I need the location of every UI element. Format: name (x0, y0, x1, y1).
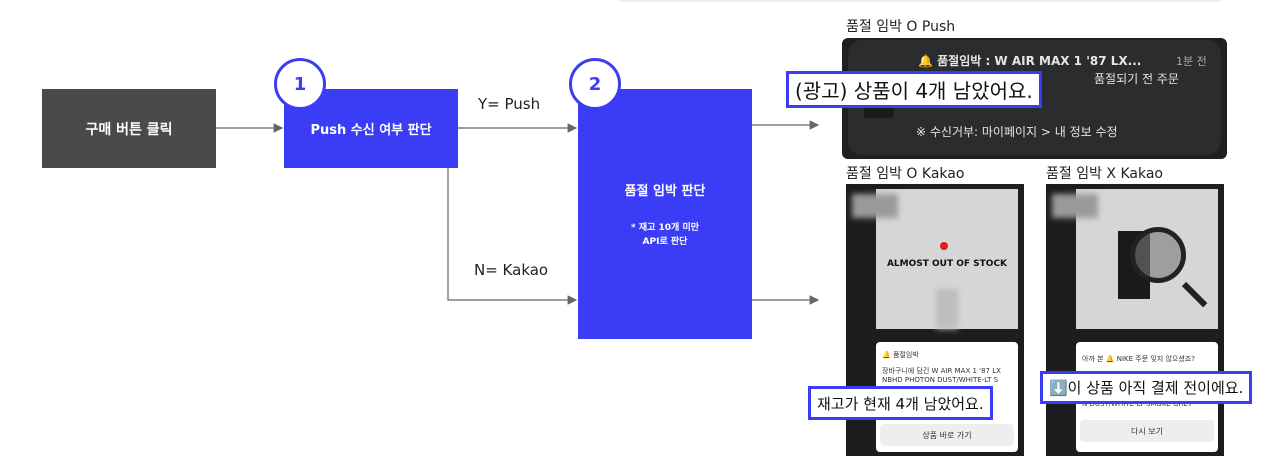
kakao-x-blurred-profile (1052, 194, 1098, 218)
step2-title: 품절 임박 판단 (624, 183, 706, 199)
push-time: 1분 전 (1176, 55, 1207, 68)
step1-label: Push 수신 여부 판단 (310, 123, 432, 138)
step2-node: 품절 임박 판단 * 재고 10개 미만 API로 판단 (578, 89, 752, 339)
kakao-x-phone: 아까 본 🔔 NIKE 주문 잊지 않으셨죠? N DUST/WHITE-LT … (1046, 184, 1224, 456)
kakao-x-view-again-button[interactable]: 다시 보기 (1080, 420, 1214, 442)
step2-badge: 2 (569, 58, 621, 110)
push-callout: (광고) 상품이 4개 남았어요. (786, 71, 1042, 108)
magnifier-icon (1130, 227, 1186, 283)
push-caption: 품절 임박 O Push (846, 19, 956, 35)
push-footer: ※ 수신거부: 마이페이지 > 내 정보 수정 (916, 125, 1118, 139)
kakao-o-product-image: ALMOST OUT OF STOCK (876, 189, 1018, 329)
kakao-x-callout: ⬇️이 상품 아직 결제 전이에요. (1040, 371, 1253, 404)
kakao-o-callout: 재고가 현재 4개 남았어요. (808, 386, 993, 420)
arrow-no-to-step2 (447, 168, 578, 305)
kakao-x-card-title: 아까 본 🔔 NIKE 주문 잊지 않으셨죠? (1082, 355, 1195, 363)
step2-note-line1: * 재고 10개 미만 (630, 222, 700, 233)
kakao-o-caption: 품절 임박 O Kakao (846, 166, 965, 182)
kakao-o-blurred-profile (852, 194, 898, 218)
step1-badge: 1 (274, 58, 326, 110)
kakao-o-card-line1: 장바구니에 담긴 W AIR MAX 1 '87 LX (882, 367, 1001, 375)
kakao-x-product-image (1076, 189, 1218, 329)
push-thumbnail (864, 108, 894, 118)
edge-label-yes: Y= Push (478, 95, 541, 113)
kakao-o-image-text: ALMOST OUT OF STOCK (886, 259, 1008, 269)
edge-label-no: N= Kakao (474, 261, 549, 279)
top-divider (620, 0, 1220, 2)
kakao-o-card-line2: NBHD PHOTON DUST/WHITE-LT S (882, 376, 999, 384)
start-node-label: 구매 버튼 클릭 (85, 121, 173, 138)
kakao-o-card-title: 🔔 품절임박 (882, 351, 919, 359)
alert-dot-icon (940, 242, 948, 250)
step2-note-line2: API로 판단 (642, 236, 688, 247)
blurred-product (936, 289, 958, 329)
push-body-fragment: 품절되기 전 주문 (1094, 72, 1179, 86)
magnifier-handle (1181, 281, 1208, 308)
kakao-x-caption: 품절 임박 X Kakao (1046, 166, 1163, 182)
start-node: 구매 버튼 클릭 (42, 89, 216, 168)
kakao-x-card-line: N DUST/WHITE-LT SMOKE GREY (1082, 400, 1193, 408)
push-title: 🔔 품절임박 : W AIR MAX 1 '87 LX... (918, 54, 1142, 68)
kakao-o-go-product-button[interactable]: 상품 바로 가기 (880, 424, 1014, 446)
